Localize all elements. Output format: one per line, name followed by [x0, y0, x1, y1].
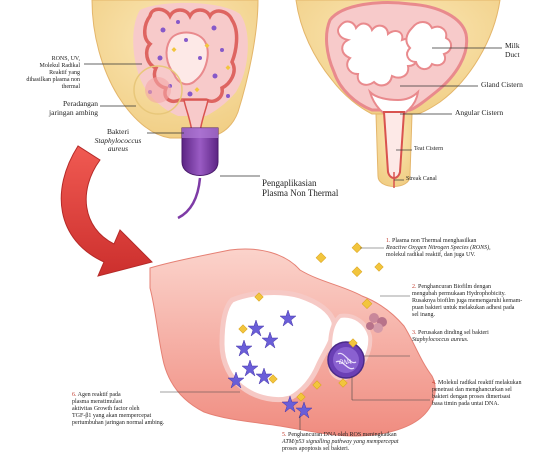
- rons-note-line: RONS, UV,: [14, 56, 80, 63]
- step-line: pertumbuhan jaringan normal ambing.: [72, 420, 222, 427]
- teat-cistern-label: Teat Cistern: [414, 146, 443, 153]
- step-4: 4. Molekul radikal reaktif melakukan pen…: [432, 380, 554, 408]
- step-3: 3. Perusakan dinding sel bakteri Staphyl…: [412, 330, 552, 344]
- step-line: basa timin pada untai DNA.: [432, 401, 554, 408]
- step-2: 2. Penghancuran Biofilm dengan mengubah …: [412, 284, 554, 318]
- step-line: mengubah permukaan Hydrophobicity.: [412, 291, 554, 298]
- step-number: 3.: [412, 330, 417, 336]
- step-6: 6. Agen reaktif pada plasma menstimulasi…: [72, 392, 222, 426]
- milk-duct-line: Duct: [505, 51, 545, 60]
- dna-label: DNA: [339, 360, 352, 366]
- step-line: Staphylococcus aureus.: [412, 337, 552, 344]
- plasma-application-line: Plasma Non Thermal: [262, 188, 362, 198]
- step-number: 4.: [432, 380, 437, 386]
- step-line: Penghancuran Biofilm dengan: [418, 284, 491, 290]
- streak-canal-label: Streak Canal: [406, 176, 437, 183]
- udder-right: [296, 0, 500, 188]
- plasma-applicator: [178, 128, 218, 218]
- step-5: 5. Penghancuran DNA oleh ROS meningkatka…: [282, 432, 450, 453]
- curved-arrow: [61, 146, 152, 276]
- step-number: 5.: [282, 432, 287, 438]
- step-number: 6.: [72, 392, 77, 398]
- step-line: molekul radikal reaktif, dan juga UV.: [386, 252, 552, 259]
- udder-left: [92, 0, 258, 138]
- step-line: proses apoptosis sel bakteri.: [282, 446, 450, 453]
- step-1: 1. Plasma non Thermal menghasilkan React…: [386, 238, 552, 259]
- bacteria-label: Bakteri Staphylococcus aureus: [90, 128, 146, 154]
- step-line: plasma menstimulasi: [72, 399, 222, 406]
- step-line: sel inang.: [412, 312, 554, 319]
- rons-note-label: RONS, UV, Molekul Radikal Reaktif yang d…: [14, 56, 80, 90]
- step-line: bakteri dengan proses dimerisasi: [432, 394, 554, 401]
- gland-cistern-label: Gland Cistern: [481, 81, 523, 90]
- rons-note-line: Molekul Radikal: [14, 63, 80, 70]
- step-line: Reactive Oxygen Nitrogen Species (RONS),: [386, 245, 552, 252]
- step-number: 1.: [386, 238, 391, 244]
- step-line: puan bakteri untuk melakukan adhesi pada: [412, 305, 554, 312]
- bacteria-species-line: aureus: [90, 145, 146, 154]
- step-line: Perusakan dinding sel bakteri: [418, 330, 489, 336]
- step-line: Molekul radikal reaktif melakukan: [438, 380, 521, 386]
- step-line: TGF-β1 yang akan mempercepat: [72, 413, 222, 420]
- step-number: 2.: [412, 284, 417, 290]
- plasma-application-line: Pengaplikasian: [262, 178, 362, 188]
- rons-note-line: thermal: [14, 84, 80, 91]
- step-line: Penghancuran DNA oleh ROS meningkatkan: [288, 432, 397, 438]
- milk-duct-label: Milk Duct: [505, 42, 545, 59]
- step-line: Agen reaktif pada: [78, 392, 121, 398]
- inflammation-label: Peradangan jaringan ambing: [30, 100, 98, 117]
- step-line: aktivitas Growth factor oleh: [72, 406, 222, 413]
- step-line: ATM/p53 signalling pathway yang memperce…: [282, 439, 450, 446]
- step-line: penetrasi dan menghancurkan sel: [432, 387, 554, 394]
- inflamed-tissue-spot: [145, 77, 171, 103]
- rons-note-line: dihasilkan plasma non: [14, 77, 80, 84]
- plasma-application-label: Pengaplikasian Plasma Non Thermal: [262, 178, 362, 199]
- step-line: Rusaknya biofilm juga memengaruhi kemam-: [412, 298, 554, 305]
- angular-cistern-label: Angular Cistern: [455, 109, 503, 118]
- inflammation-line: jaringan ambing: [30, 109, 98, 118]
- step-line: Plasma non Thermal menghasilkan: [392, 238, 476, 244]
- rons-note-line: Reaktif yang: [14, 70, 80, 77]
